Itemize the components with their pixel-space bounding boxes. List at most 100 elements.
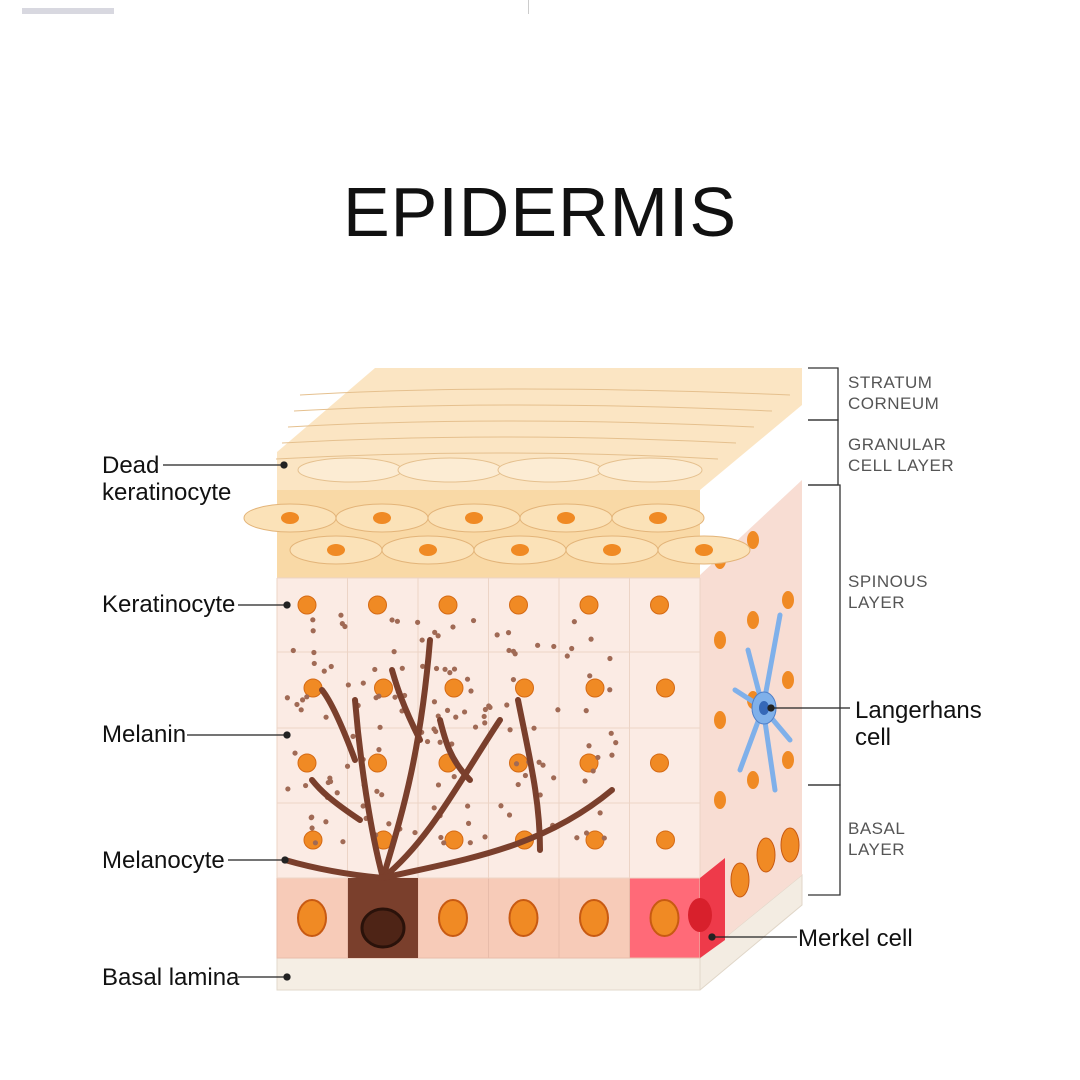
diagram-title: EPIDERMIS — [342, 173, 738, 251]
basal-nucleus — [297, 899, 327, 937]
melanin-granule — [590, 768, 596, 774]
granular-nucleus — [557, 512, 575, 524]
label-merkel: Merkel cell — [798, 925, 913, 952]
melanin-granule — [350, 733, 356, 739]
merkel-nucleus — [688, 898, 712, 932]
melanin-granule — [507, 727, 513, 733]
dot-langerhans — [767, 704, 775, 712]
spinous-grid — [276, 577, 701, 879]
dot-melanocyte — [281, 856, 289, 864]
merkel-side — [700, 858, 725, 958]
melanin-granule — [522, 772, 529, 779]
side-nucleus — [782, 751, 794, 769]
melanin-granules — [284, 612, 619, 846]
melanin-granule — [453, 714, 459, 720]
melanocyte-dendrite — [319, 687, 358, 763]
melanin-granule — [513, 761, 520, 767]
melanin-granule — [376, 747, 382, 753]
dot-keratinocyte — [283, 601, 291, 609]
melanin-granule — [292, 750, 298, 756]
melanin-granule — [444, 707, 451, 713]
melanin-granule — [290, 647, 296, 654]
melanocyte-dendrite — [437, 717, 473, 783]
granular-nucleus — [695, 544, 713, 556]
melanin-granule — [595, 754, 601, 761]
melanin-granule — [340, 839, 346, 845]
melanin-granule — [464, 676, 471, 682]
melanin-granule — [435, 782, 442, 788]
melanin-granule — [498, 803, 504, 809]
label-melanocyte: Melanocyte — [102, 847, 225, 874]
corneum-line — [281, 436, 737, 444]
keratinocyte-nucleus — [579, 753, 599, 773]
melanin-granule — [586, 743, 592, 749]
melanin-granule — [392, 694, 398, 700]
side-basal-nucleus — [780, 827, 800, 863]
melanin-granule — [540, 762, 546, 768]
dead-keratinocyte — [597, 457, 703, 483]
melanin-granule — [309, 825, 315, 831]
melanin-granule — [535, 642, 541, 648]
keratinocyte-nucleus — [444, 830, 464, 850]
melanin-granule — [431, 699, 438, 705]
label-keratinocyte: Keratinocyte — [102, 591, 236, 618]
melanin-granule — [588, 636, 594, 642]
keratinocyte-nucleus — [585, 678, 605, 698]
layer-stratum-corneum: STRATUM CORNEUM — [848, 372, 939, 414]
melanocyte-nucleus — [360, 907, 406, 949]
merkel-cell-shape — [688, 858, 725, 958]
melanin-granule — [482, 834, 488, 840]
melanocyte-dendrite — [309, 777, 363, 823]
layer-sp-line1: SPINOUS — [848, 572, 929, 591]
keratinocyte-nucleus — [515, 678, 534, 698]
melanin-granule — [461, 709, 468, 715]
melanin-granule — [420, 663, 426, 669]
keratinocyte-nucleus — [297, 595, 317, 615]
melanin-granule — [437, 739, 443, 745]
granular-nucleus — [511, 544, 529, 556]
dot-dead-keratinocyte — [280, 461, 288, 469]
granular-nucleus — [281, 512, 299, 524]
melanin-granule — [451, 666, 458, 672]
keratinocyte-nucleus — [374, 678, 393, 698]
side-nucleus — [714, 791, 726, 809]
langerhans-cell-shape — [732, 612, 793, 793]
melanin-granule — [574, 835, 580, 841]
corneum-lines — [275, 388, 791, 483]
granular-nucleus — [327, 544, 345, 556]
side-nucleus — [782, 591, 794, 609]
melanin-granule — [294, 701, 300, 708]
layer-spinous: SPINOUS LAYER — [848, 571, 928, 613]
keratinocyte-nucleus — [297, 753, 317, 773]
melanin-granule — [597, 810, 603, 816]
granular-nucleus — [603, 544, 621, 556]
melanin-granule — [334, 790, 340, 796]
label-melanin: Melanin — [102, 721, 187, 748]
melanin-granule — [399, 665, 405, 671]
melanin-granule — [311, 649, 317, 656]
melanin-granule — [431, 805, 437, 811]
melanin-granule — [344, 763, 351, 769]
melanin-granule — [424, 738, 431, 745]
melanin-granule — [607, 655, 613, 662]
keratinocyte-nucleus — [368, 753, 387, 773]
melanin-granule — [607, 687, 613, 693]
melanocyte-dendrite — [380, 637, 433, 881]
melanin-granule — [450, 624, 456, 630]
melanin-granule — [467, 840, 473, 846]
melanin-granule — [433, 665, 440, 672]
basal-nucleus — [649, 899, 680, 937]
keratinocyte-nucleus — [650, 595, 669, 615]
side-nucleus — [782, 671, 794, 689]
melanin-granule — [571, 619, 577, 625]
melanin-granule — [321, 668, 327, 674]
corneum-line — [293, 404, 773, 412]
side-nucleus — [747, 611, 759, 629]
melanin-granule — [481, 713, 487, 720]
melanocyte-dendrite — [515, 697, 543, 853]
layer-sc-line1: STRATUM — [848, 373, 933, 392]
melanin-granule — [285, 786, 291, 792]
melanin-granule — [465, 820, 472, 826]
dot-melanin — [283, 731, 291, 739]
